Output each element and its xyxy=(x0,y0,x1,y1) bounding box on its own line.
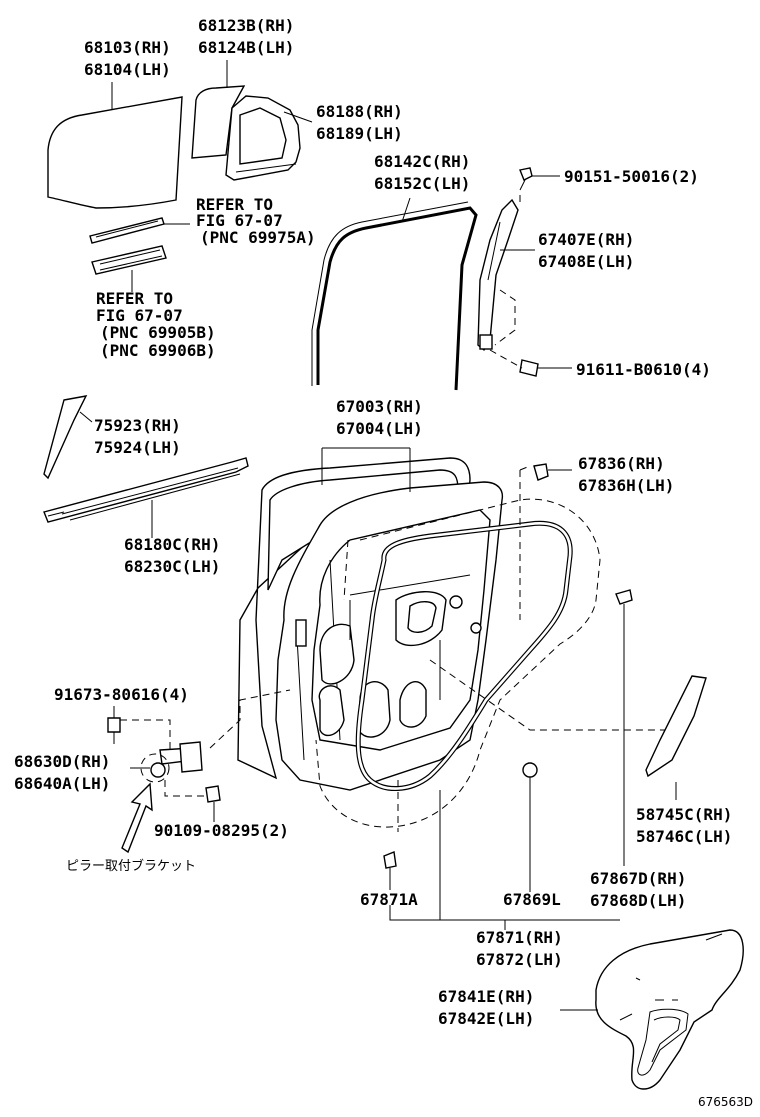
glass-run-strip-upper xyxy=(89,217,165,244)
dashed-opening xyxy=(315,498,601,828)
callout-91673: 91673-80616(4) xyxy=(54,685,189,704)
glass-run-strip-lower xyxy=(91,245,167,275)
callout-91611: 91611-B0610(4) xyxy=(576,360,711,379)
clip-67836 xyxy=(533,463,549,481)
refer-note-2-line3: (PNC 69905B) xyxy=(100,323,216,342)
refer-note-2-line2: FIG 67-07 xyxy=(96,306,183,325)
callout-67871-rh: 67871(RH) xyxy=(476,928,563,947)
callout-67003-rh: 67003(RH) xyxy=(336,397,423,416)
callout-90109: 90109-08295(2) xyxy=(154,821,289,840)
bolt-91611 xyxy=(519,359,539,377)
dashed-guide xyxy=(429,659,680,731)
callout-58745c-rh: 58745C(RH) xyxy=(636,805,732,824)
rear-door-panel xyxy=(237,457,504,791)
callout-67841e-rh: 67841E(RH) xyxy=(438,987,534,1006)
leader-line xyxy=(79,411,93,423)
callout-68630d-rh: 68630D(RH) xyxy=(14,752,110,771)
division-bar-part xyxy=(477,198,519,352)
door-weatherstrip-part xyxy=(355,520,573,792)
refer-note-1-line3: (PNC 69975A) xyxy=(200,228,316,247)
callout-67836h-lh: 67836H(LH) xyxy=(578,476,674,495)
callout-67836-rh: 67836(RH) xyxy=(578,454,665,473)
callout-67407e-rh: 67407E(RH) xyxy=(538,230,634,249)
callout-75924-lh: 75924(LH) xyxy=(94,438,181,457)
lower-garnish-part xyxy=(645,675,707,778)
figure-id: 676563D xyxy=(698,1095,753,1109)
screw-90151 xyxy=(519,167,533,191)
callout-68104-lh: 68104(LH) xyxy=(84,60,171,79)
callout-67867d-rh: 67867D(RH) xyxy=(590,869,686,888)
refer-note-1-line2: FIG 67-07 xyxy=(196,211,283,230)
door-glass-part xyxy=(47,96,183,209)
group-bracket xyxy=(389,905,620,921)
callout-67871a: 67871A xyxy=(360,890,418,909)
callout-68123b-rh: 68123B(RH) xyxy=(198,16,294,35)
quarter-glass-part xyxy=(191,85,246,159)
clip-67871a xyxy=(383,851,397,869)
belt-moulding-part xyxy=(43,457,249,523)
callout-90151: 90151-50016(2) xyxy=(564,167,699,186)
callout-67842e-lh: 67842E(LH) xyxy=(438,1009,534,1028)
callout-67868d-lh: 67868D(LH) xyxy=(590,891,686,910)
callout-68230c-lh: 68230C(LH) xyxy=(124,557,220,576)
callout-67872-lh: 67872(LH) xyxy=(476,950,563,969)
pillar-garnish-part xyxy=(43,395,88,480)
dashed-guide xyxy=(489,349,523,369)
clip-67869l xyxy=(522,762,538,778)
arrow-indicator xyxy=(121,782,153,854)
dashed-circle xyxy=(140,753,170,783)
leader-line xyxy=(401,197,411,223)
clip-67867 xyxy=(615,589,633,605)
refer-note-2-line4: (PNC 69906B) xyxy=(100,341,216,360)
bolt-90109 xyxy=(205,785,221,803)
bolt-91673 xyxy=(107,717,121,744)
callout-75923-rh: 75923(RH) xyxy=(94,416,181,435)
callout-68124b-lh: 68124B(LH) xyxy=(198,38,294,57)
callout-68189-lh: 68189(LH) xyxy=(316,124,403,143)
dashed-guide xyxy=(494,289,516,346)
dashed-guide xyxy=(209,689,291,749)
callout-68640a-lh: 68640A(LH) xyxy=(14,774,110,793)
callout-68103-rh: 68103(RH) xyxy=(84,38,171,57)
dashed-guide xyxy=(519,465,531,471)
door-frame-weatherstrip xyxy=(311,201,478,391)
dashed-guide xyxy=(164,780,206,797)
callout-58746c-lh: 58746C(LH) xyxy=(636,827,732,846)
dashed-guide xyxy=(343,539,349,601)
dashed-guide xyxy=(120,719,171,750)
pillar-bracket-note: ピラー取付ブラケット xyxy=(66,858,196,874)
callout-67869l: 67869L xyxy=(503,890,561,909)
refer-note-1-line1: REFER TO xyxy=(196,195,273,214)
leader-line xyxy=(283,111,313,123)
service-hole-cover-part xyxy=(595,929,744,1090)
callout-68152c-lh: 68152C(LH) xyxy=(374,174,470,193)
callout-68142c-rh: 68142C(RH) xyxy=(374,152,470,171)
callout-68180c-rh: 68180C(RH) xyxy=(124,535,220,554)
quarter-frame-part xyxy=(225,95,301,181)
refer-note-2-line1: REFER TO xyxy=(96,289,173,308)
callout-68188-rh: 68188(RH) xyxy=(316,102,403,121)
callout-67408e-lh: 67408E(LH) xyxy=(538,252,634,271)
pillar-bracket-part xyxy=(150,741,203,778)
callout-67004-lh: 67004(LH) xyxy=(336,419,423,438)
